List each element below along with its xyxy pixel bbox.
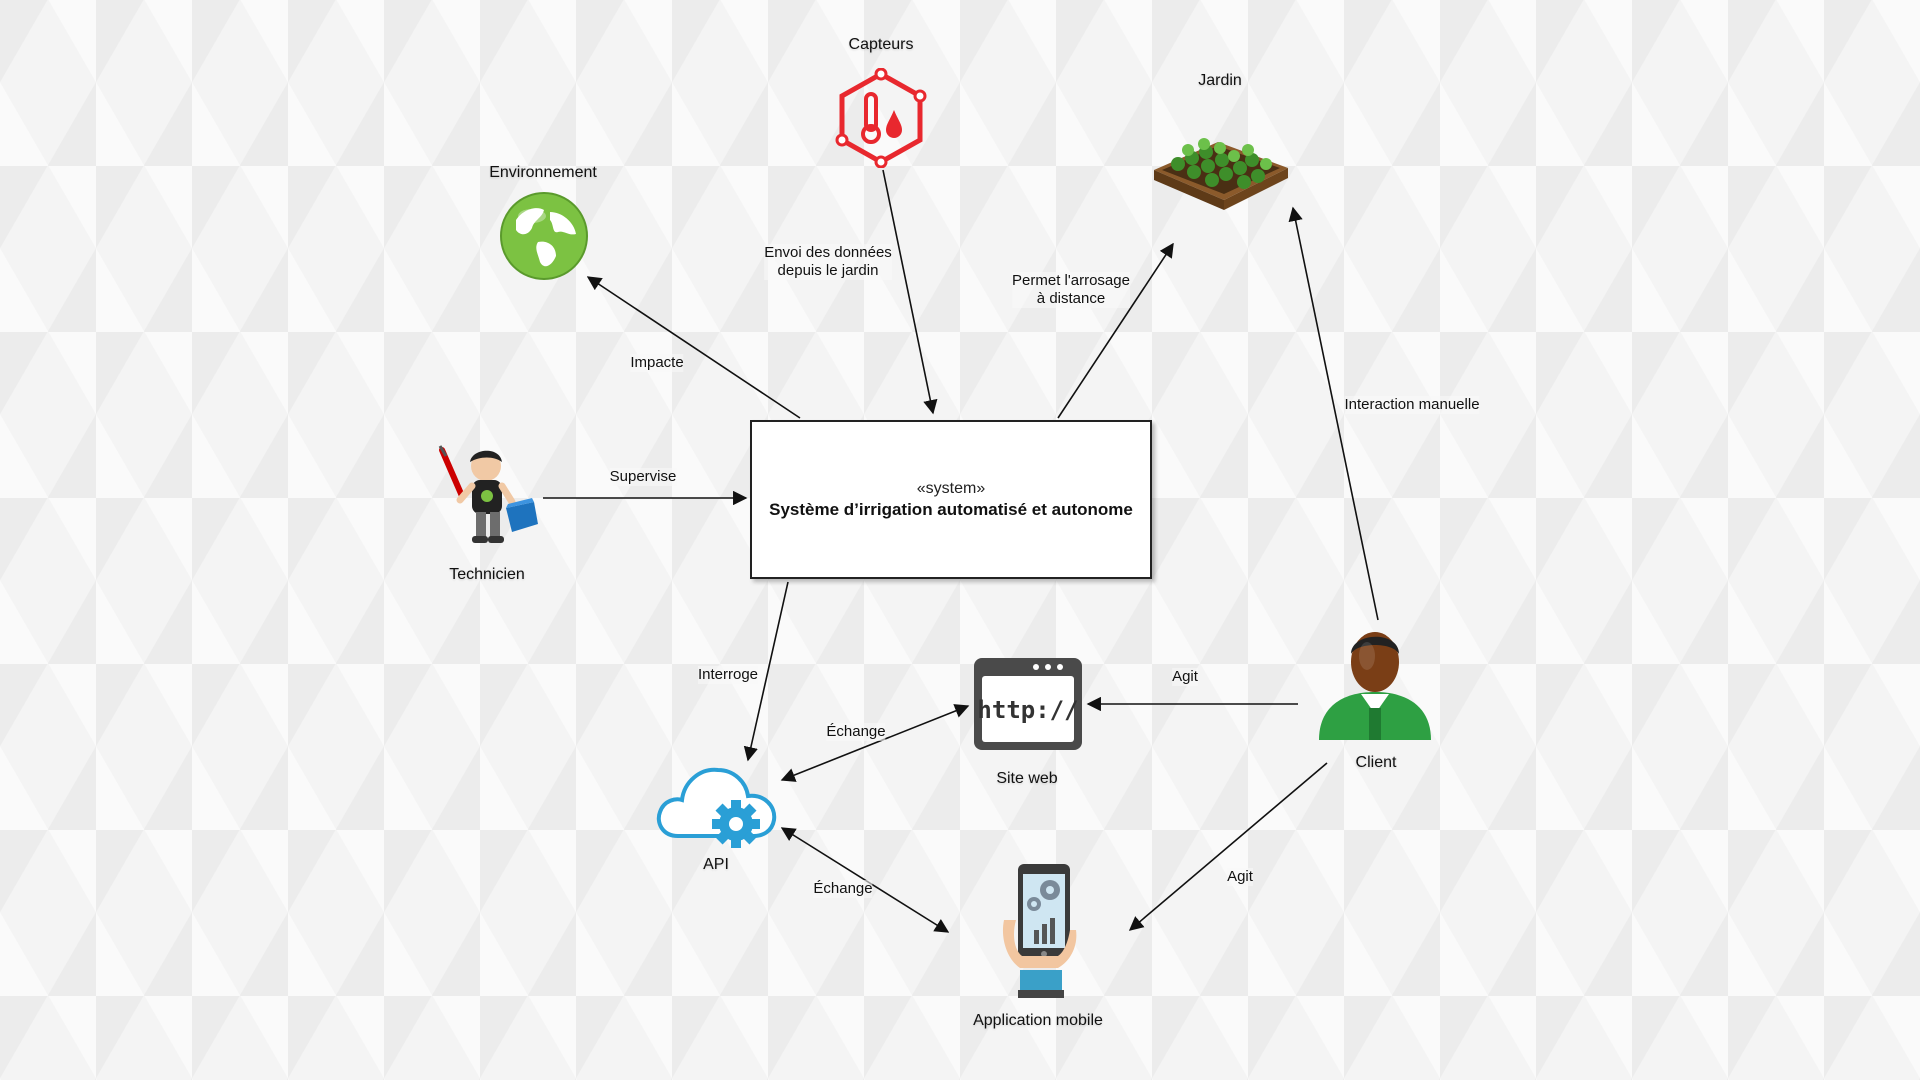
edge-label-interroge: Interroge xyxy=(697,666,759,684)
edge-agit-app xyxy=(1128,762,1328,931)
technician-icon[interactable] xyxy=(432,440,542,552)
technicien-label: Technicien xyxy=(449,566,525,583)
edge-label-supervise: Supervise xyxy=(609,468,677,486)
edge-echange-web xyxy=(780,704,970,782)
client-label: Client xyxy=(1355,754,1397,771)
edge-interroge xyxy=(743,581,789,762)
http-browser-icon[interactable]: http:// xyxy=(972,656,1084,752)
api-label: API xyxy=(703,856,729,873)
edge-arrosage xyxy=(1057,242,1174,419)
jardin-label: Jardin xyxy=(1198,72,1242,89)
globe-icon[interactable] xyxy=(498,190,590,282)
garden-bed-icon[interactable] xyxy=(1148,120,1294,212)
edge-label-arrosage: Permet l'arrosage à distance xyxy=(1012,272,1130,308)
system-box[interactable]: «system» Système d’irrigation automatisé… xyxy=(750,420,1152,579)
svg-text:http://: http:// xyxy=(977,696,1078,724)
site-web-label: Site web xyxy=(996,770,1058,787)
edge-label-echange-web: Échange xyxy=(826,723,886,741)
edge-label-echange-app: Échange xyxy=(813,880,873,898)
environnement-label: Environnement xyxy=(489,164,597,181)
edge-label-agit-web: Agit xyxy=(1172,668,1198,686)
system-stereotype: «system» xyxy=(916,479,986,497)
edge-label-agit-app: Agit xyxy=(1227,868,1253,886)
cloud-gear-icon[interactable] xyxy=(654,756,780,848)
edge-label-envoi: Envoi des données depuis le jardin xyxy=(764,244,892,280)
edge-interaction xyxy=(1288,206,1379,621)
mobile-phone-icon[interactable] xyxy=(994,860,1090,1002)
edge-label-interaction: Interaction manuelle xyxy=(1344,396,1480,414)
hexagon-sensor-icon[interactable] xyxy=(832,68,930,168)
application-mobile-label: Application mobile xyxy=(973,1012,1103,1029)
edge-envoi xyxy=(882,169,938,415)
system-title: Système d’irrigation automatisé et auton… xyxy=(769,499,1133,519)
client-person-icon[interactable] xyxy=(1313,622,1437,744)
edge-label-impacte: Impacte xyxy=(630,354,684,372)
edge-impacte xyxy=(586,276,801,419)
capteurs-label: Capteurs xyxy=(848,36,914,53)
